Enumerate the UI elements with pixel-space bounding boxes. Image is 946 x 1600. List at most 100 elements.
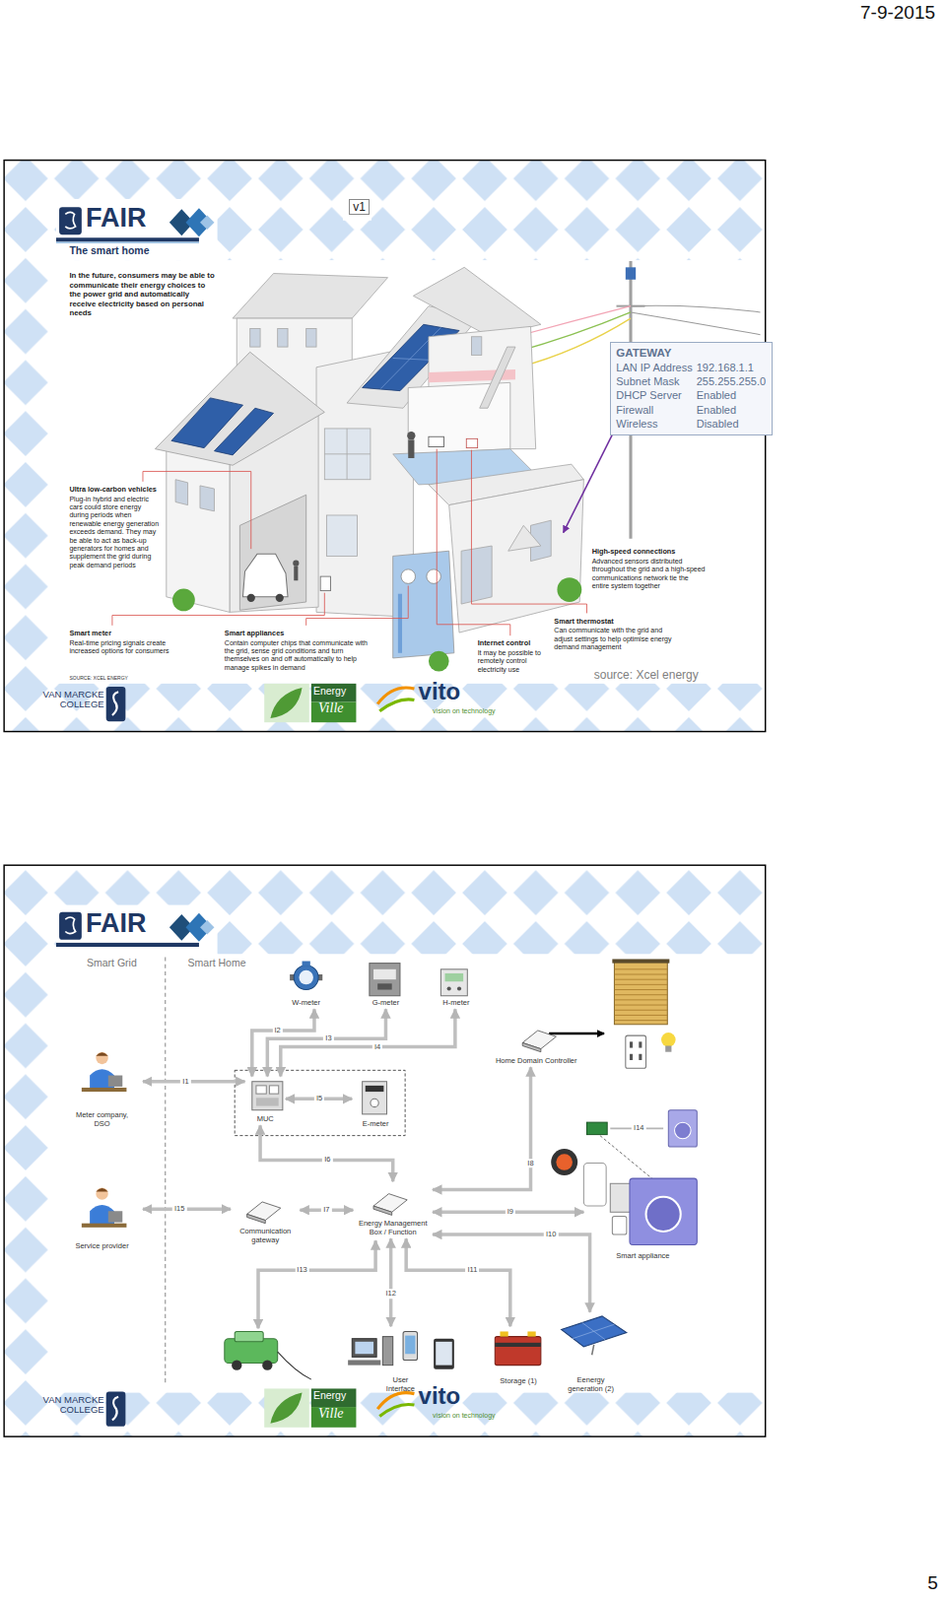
tree [556,577,582,603]
heat-meter-icon [457,986,462,991]
college-logo [112,1397,119,1421]
panel-cell: Wireless [615,416,692,431]
socket-icon [625,1035,647,1069]
socket-icon [638,1054,642,1061]
solar-panel-icon [572,1324,614,1339]
source-note: source: Xcel energy [594,668,699,682]
energy-box-node: Energy Management Box / Function [352,1181,433,1239]
node-label: Storage (1) [499,1377,538,1387]
callout-group: Smart appliancesContain computer chips t… [224,629,378,674]
control-arrow [548,1032,605,1036]
appliance-icons [668,1110,697,1148]
interface-label: I4 [372,1042,383,1053]
blinds-icon [611,958,670,1024]
energyville-logo [264,1388,356,1427]
slide-frame [3,865,766,1437]
callout-heading: Smart thermostat [553,617,676,627]
solar-panel-icon [581,1322,606,1341]
car-figure [293,566,298,581]
panel-cell: Disabled [696,416,766,431]
bulb-icon [661,1032,676,1053]
actor-node: Service provider [61,1181,143,1253]
storage-node: Storage (1) [487,1326,549,1388]
logo-text: FAIR [85,907,147,940]
interface-label: I9 [505,1208,516,1218]
interface-connector [280,1009,456,1077]
device-icon [373,1206,393,1216]
logo-text: vito [418,677,462,707]
house-illustration [277,328,288,347]
callout-heading: Ultra low-carbon vehicles [68,485,159,495]
college-logo [112,691,119,716]
callout-heading: Internet control [477,639,552,649]
node-label: Home Domain Controller [495,1057,578,1067]
callout-body: Real-time pricing signals create increas… [68,639,187,657]
node-label: Eenergy generation (2) [562,1376,620,1394]
callout-body: It may be possible to remotely control e… [477,649,552,675]
logo-text: Energy [313,684,346,698]
slide-frame [53,953,766,1393]
gas-meter-icon [377,983,392,990]
user-interface-icons [405,1336,415,1355]
appliance-icons [550,1110,697,1246]
fair-logo [56,241,200,244]
person-icon [95,1052,108,1065]
leader-line [306,585,409,625]
intro-text: In the future, consumers may be able to … [68,270,217,318]
logo-text: Energy [313,1389,346,1403]
interface-connector [389,1238,394,1327]
user-interface-icons [403,1331,417,1360]
slide-frame [53,260,766,684]
tree [172,589,196,612]
domain-divider [164,956,166,1383]
controller-node: Home Domain Controller [487,1025,585,1068]
node-label: User Interface [380,1376,421,1394]
interface-line [258,1240,376,1329]
appliance-icons [611,1216,626,1235]
user-interface-icons [382,1337,393,1366]
battery-icon [494,1331,541,1365]
e-meter-icon [362,1081,388,1115]
house-illustration [426,569,441,584]
slide-frame [56,199,218,261]
heat-meter-icon [440,969,468,997]
house-illustration [200,485,214,512]
interface-connector [432,1067,531,1190]
node-label: Communication gateway [237,1227,294,1245]
person-icon [95,1188,108,1193]
vito-logo [379,1404,414,1417]
zone-label: Smart Grid [86,956,137,970]
water-meter-icon [293,965,319,991]
slide-frame [56,905,218,957]
appliance-icons [586,1122,608,1135]
slide-title: The smart home [68,244,149,258]
callout-heading: Smart meter [68,629,187,639]
ev-icon [224,1331,312,1380]
slide-frame [3,865,766,1437]
house-illustration [393,357,434,360]
house-illustration [466,438,477,448]
user-interface-icons [433,1339,455,1370]
person-icon [81,1087,128,1092]
house-illustration [393,550,455,659]
fair-logo [56,237,200,242]
interface-connector [405,1238,511,1327]
slide-frame [3,160,766,733]
car-figure [292,560,299,567]
interface-label: I8 [525,1158,536,1169]
solar-panel-icon [561,1316,627,1355]
house-illustration [324,428,371,480]
node-label: Smart appliance [615,1252,670,1262]
panel-cell: 255.255.255.0 [696,374,766,389]
interface-label: I1 [180,1077,191,1087]
socket-icon [625,1035,647,1069]
logo-tagline: vision on technology [432,1412,495,1420]
tree [172,577,582,672]
muc-icon [256,1085,267,1094]
callout-heading: Smart appliances [224,629,378,639]
device-icon [522,1042,541,1052]
slide-frame [342,194,372,221]
callout-group: Smart meterReal-time pricing signals cre… [68,629,187,658]
house-illustration [412,267,541,337]
